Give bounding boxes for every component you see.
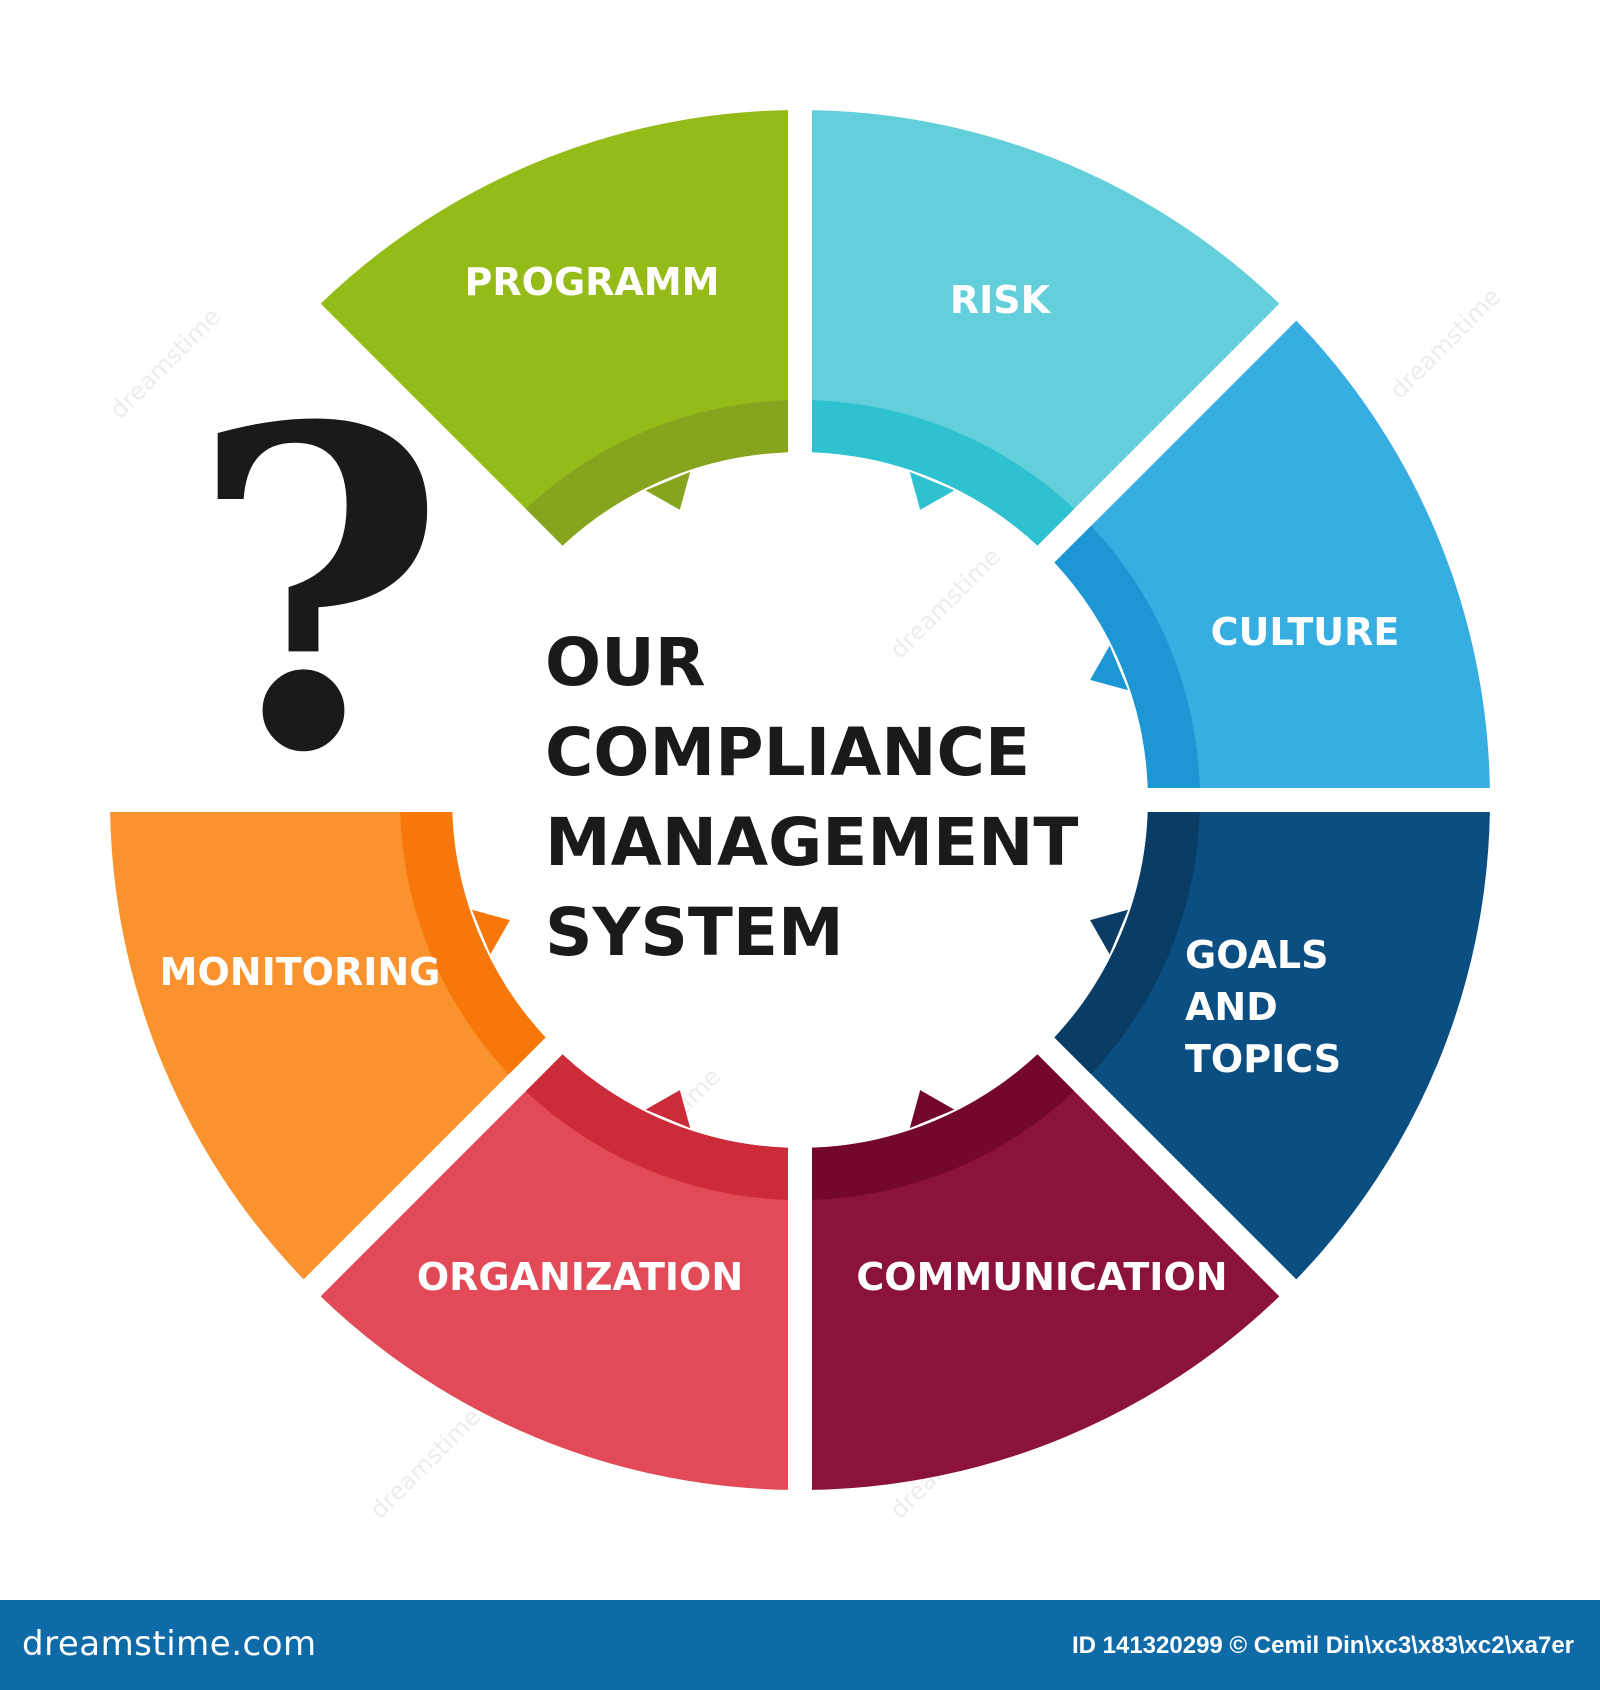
segment-inner-ring-organization — [525, 1054, 789, 1200]
segment-label-line: MONITORING — [160, 950, 441, 994]
gear-tooth — [645, 471, 691, 510]
segment-label-line: TOPICS — [1185, 1037, 1341, 1081]
segment-label-line: RISK — [950, 278, 1052, 322]
segment-label-line: ORGANIZATION — [417, 1255, 743, 1299]
watermark-text: dreamstime — [884, 543, 1006, 665]
center-title-line-4: SYSTEM — [545, 894, 844, 971]
footer-brand: dreamstime.com — [22, 1624, 317, 1664]
gear-tooth — [645, 1090, 691, 1129]
segment-label-line: PROGRAMM — [465, 260, 720, 304]
watermark-text: dreamstime — [1384, 283, 1506, 405]
segment-label-risk: RISK — [950, 278, 1052, 322]
segment-inner-ring-risk — [811, 400, 1075, 546]
segment-label-line: CULTURE — [1211, 610, 1400, 654]
gear-tooth — [909, 1090, 955, 1129]
segment-label-line: COMMUNICATION — [856, 1255, 1227, 1299]
segment-label-line: GOALS — [1185, 933, 1328, 977]
center-title: OUR COMPLIANCE MANAGEMENT SYSTEM — [545, 624, 1078, 971]
segment-inner-ring-monitoring — [400, 811, 546, 1075]
segment-label-goals-and-topics: GOALS AND TOPICS — [1185, 933, 1341, 1081]
center-title-line-2: COMPLIANCE — [545, 714, 1030, 791]
question-mark-icon: ? — [189, 332, 447, 849]
segment-label-monitoring: MONITORING — [160, 950, 441, 994]
segment-label-organization: ORGANIZATION — [417, 1255, 743, 1299]
segment-label-programm: PROGRAMM — [465, 260, 720, 304]
watermark-text: dreamstime — [364, 1403, 486, 1525]
gear-tooth — [1090, 645, 1129, 691]
segment-label-communication: COMMUNICATION — [856, 1255, 1227, 1299]
compliance-wheel-diagram: dreamstimedreamstimedreamstimedreamstime… — [104, 110, 1506, 1525]
footer-image-id: ID 141320299 © Cemil Din\xc3\x83\xc2\xa7… — [1071, 1632, 1574, 1659]
wheel-segments: RISK CULTURE GOALS AND TOPICS COMMUNICATION OR… — [110, 110, 1490, 1490]
segment-inner-ring-programm — [525, 400, 789, 546]
gear-tooth — [471, 909, 510, 955]
gear-tooth — [1090, 909, 1129, 955]
gear-tooth — [909, 471, 955, 510]
segment-inner-ring-goals-and-topics — [1054, 811, 1200, 1075]
segment-inner-ring-culture — [1054, 525, 1200, 789]
segment-label-culture: CULTURE — [1211, 610, 1400, 654]
center-title-line-1: OUR — [545, 624, 706, 701]
center-title-line-3: MANAGEMENT — [545, 804, 1078, 881]
segment-inner-ring-communication — [811, 1054, 1075, 1200]
segment-label-line: AND — [1185, 985, 1278, 1029]
footer-bar: dreamstime.com ID 141320299 © Cemil Din\… — [0, 1600, 1600, 1690]
